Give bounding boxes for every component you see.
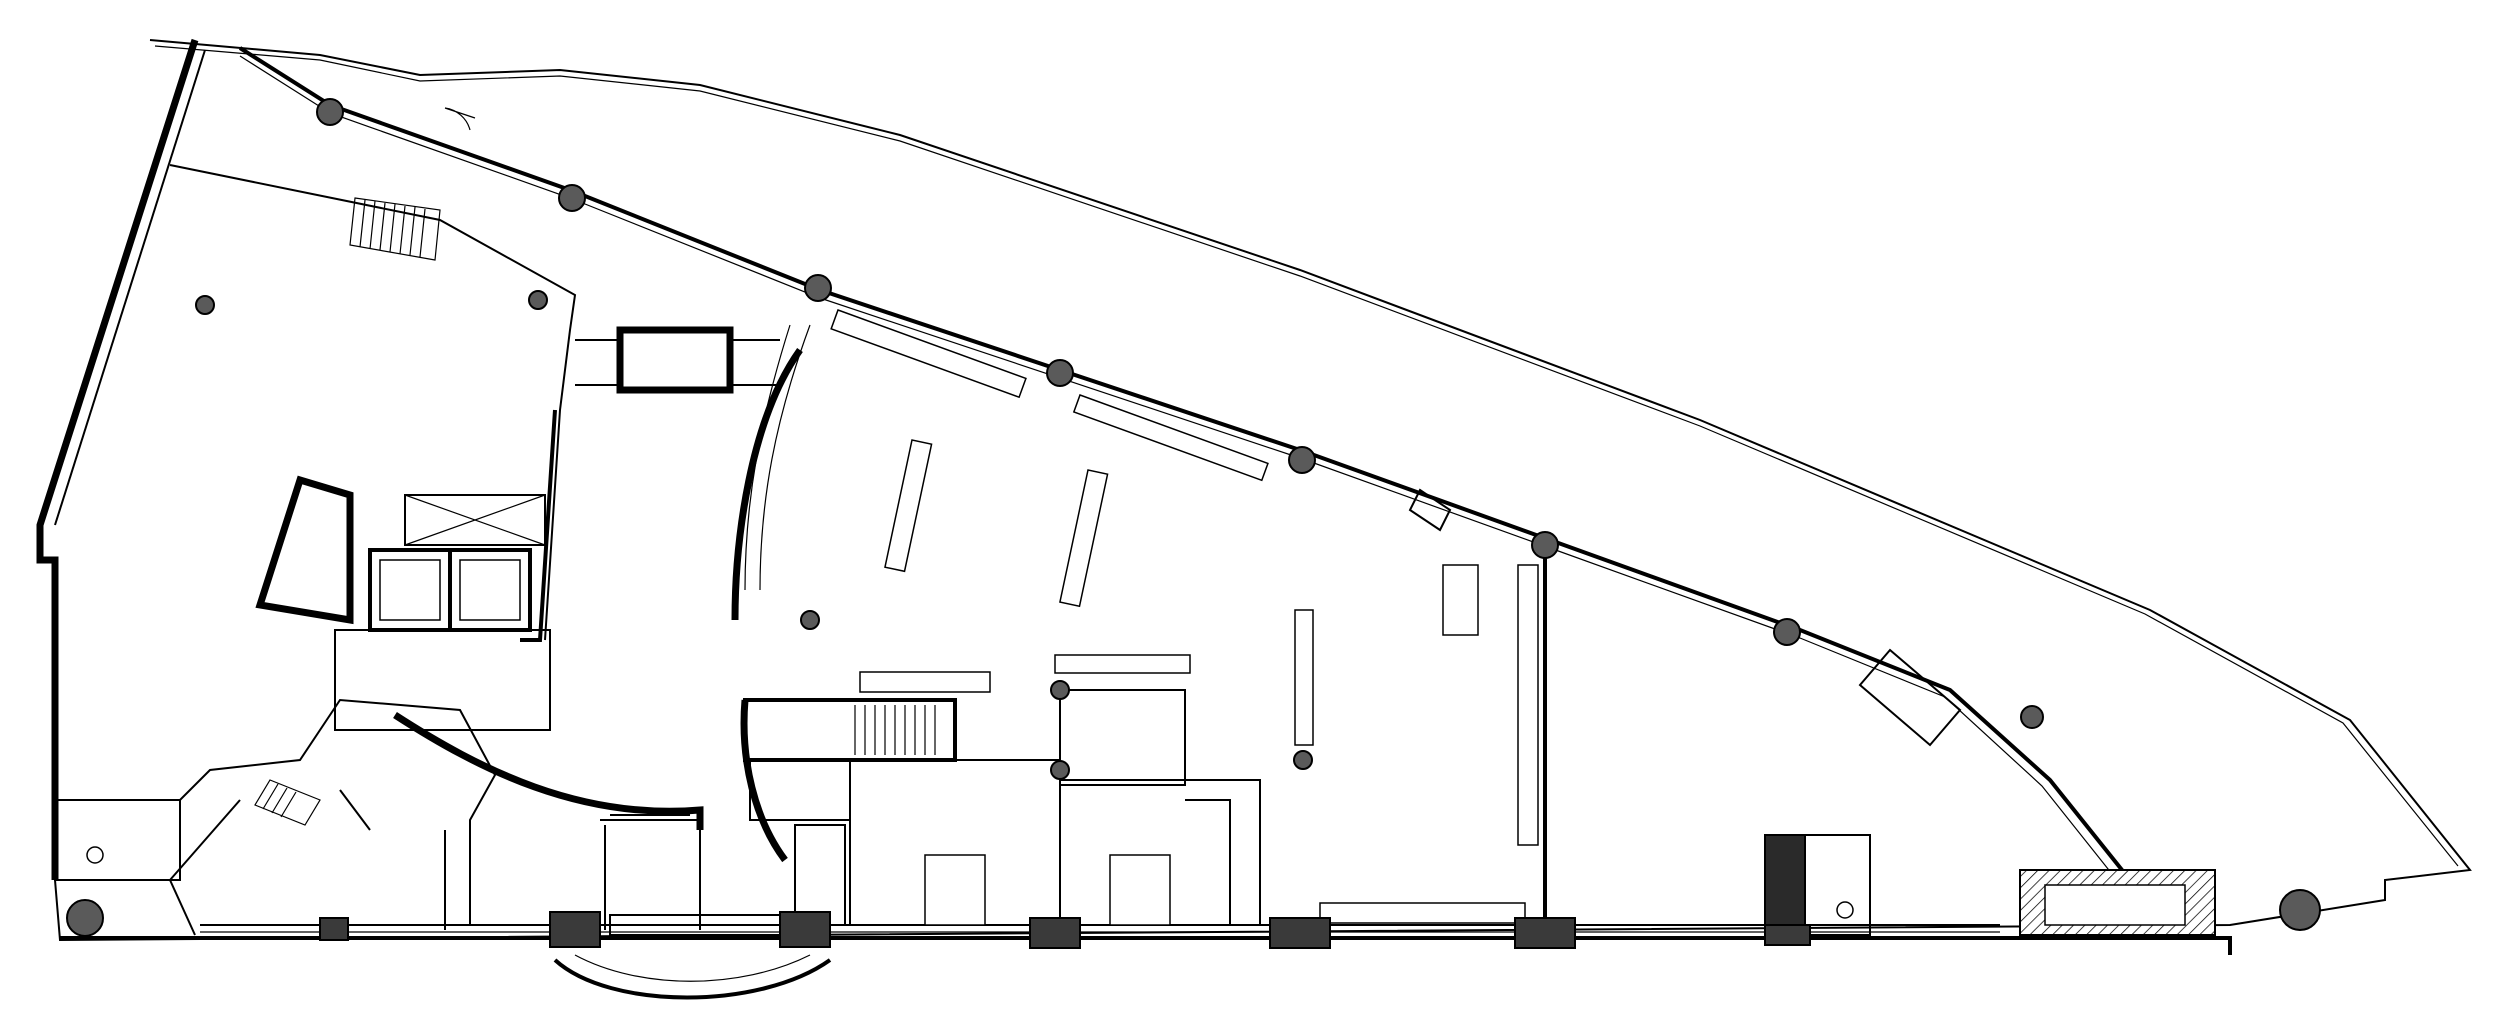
pier-5 — [1269, 917, 1331, 949]
restroom-lower — [794, 824, 846, 926]
bench-south — [1319, 902, 1526, 924]
reception-desk — [1442, 564, 1479, 636]
display-table-1 — [884, 439, 933, 573]
connector-bridge — [616, 326, 734, 394]
curved-wall-central — [731, 347, 803, 621]
stair-core-treads — [854, 705, 936, 755]
pier-7 — [1764, 924, 1811, 946]
stairs-sw — [254, 779, 321, 826]
north-facade — [238, 46, 2132, 882]
door-terrace-east — [1408, 488, 1452, 532]
toilet-sw — [86, 846, 104, 864]
column-7 — [1773, 618, 1801, 646]
pier-2 — [549, 911, 601, 948]
stair-core — [743, 698, 957, 762]
toilet-east — [1836, 901, 1854, 919]
connector-link — [575, 339, 780, 386]
terrace-boundary — [54, 39, 2472, 942]
column-5 — [1288, 446, 1316, 474]
door-north-terrace — [444, 107, 476, 131]
terrace-boundary-inner — [154, 45, 2459, 867]
column-2 — [558, 184, 586, 212]
service-curve — [740, 699, 788, 863]
outer-wall-west — [36, 38, 199, 880]
washroom-sw — [54, 799, 181, 881]
office-side-wall — [1185, 799, 1231, 925]
rooms-central-south — [600, 814, 701, 930]
rooms-southwest — [55, 698, 497, 936]
curved-wall-lower — [393, 712, 704, 830]
display-shelf-n1 — [830, 309, 1027, 399]
restroom-center — [1059, 689, 1186, 786]
room-northwest-wall — [520, 409, 557, 642]
office-1-desk — [924, 854, 986, 926]
pier-6 — [1514, 917, 1576, 949]
core-upper — [404, 494, 546, 546]
core-room — [255, 475, 354, 625]
display-table-2 — [1059, 469, 1109, 608]
restroom-block — [749, 759, 851, 821]
wc-east — [1804, 834, 1871, 936]
column-6 — [1531, 531, 1559, 559]
column-10 — [800, 610, 820, 630]
corridor-bench-2 — [1054, 654, 1191, 674]
room-northwest — [169, 164, 577, 641]
column-4 — [1046, 359, 1074, 387]
column-3 — [804, 274, 832, 302]
column-15 — [66, 899, 104, 937]
door-terrace-southeast — [1858, 648, 1962, 747]
entrance-canopy-inner — [574, 954, 811, 982]
column-11 — [1050, 680, 1070, 700]
stair-east-core — [2044, 884, 2186, 926]
core-upper-cross — [404, 494, 546, 546]
elevator-car-1 — [379, 559, 441, 621]
office-2-desk — [1109, 854, 1171, 926]
service-block-east — [1764, 834, 1806, 936]
elevator-car-2 — [459, 559, 521, 621]
column-13 — [1293, 750, 1313, 770]
entrance-canopy — [553, 958, 832, 1000]
display-rack-center — [1294, 609, 1314, 746]
column-8 — [195, 295, 215, 315]
pier-1 — [319, 917, 349, 941]
pier-4 — [1029, 917, 1081, 949]
pier-3 — [779, 911, 831, 948]
curved-shelves — [744, 324, 811, 591]
column-1 — [316, 98, 344, 126]
column-9 — [528, 290, 548, 310]
display-shelf-n2 — [1072, 394, 1269, 482]
column-16 — [2279, 889, 2321, 931]
column-14 — [2020, 705, 2044, 729]
north-facade-inner — [239, 55, 2121, 885]
stairs-north — [349, 197, 441, 261]
outer-wall-west-inner — [54, 49, 206, 526]
column-12 — [1050, 760, 1070, 780]
core-lobby — [334, 629, 551, 731]
south-facade — [60, 936, 2232, 955]
long-shelf-east — [1517, 564, 1539, 846]
corridor-bench — [859, 671, 991, 693]
